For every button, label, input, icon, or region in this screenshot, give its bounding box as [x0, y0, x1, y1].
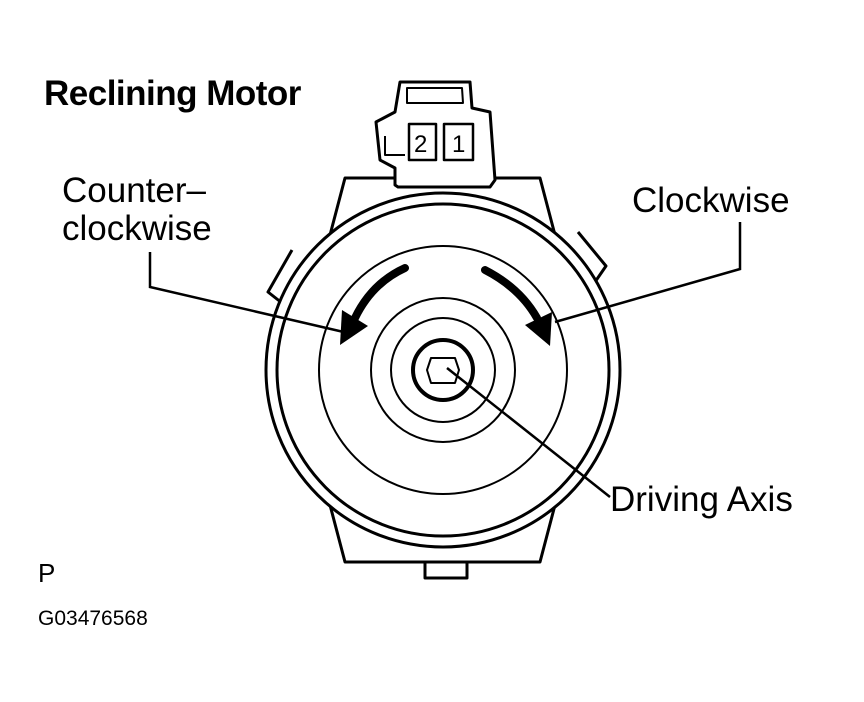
driving-axis-collar — [411, 338, 475, 402]
counterclockwise-label-line1: Counter– — [62, 171, 206, 210]
counterclockwise-arrow — [340, 264, 409, 345]
motor-hub-ring — [370, 297, 516, 443]
connector-lock-tab — [384, 136, 405, 156]
connector-inner-outline — [406, 87, 464, 104]
figure-id: G03476568 — [38, 607, 148, 630]
motor-face-plate — [318, 245, 568, 495]
driving-axis-shaft — [426, 357, 460, 384]
counterclockwise-leader — [148, 252, 349, 335]
counterclockwise-label: Counter– clockwise — [62, 172, 212, 248]
clockwise-label: Clockwise — [632, 181, 790, 220]
motor-hub-inner-ring — [390, 317, 496, 423]
clockwise-arrow — [481, 266, 552, 346]
counterclockwise-label-line2: clockwise — [62, 209, 212, 248]
motor-right-lug — [576, 231, 608, 283]
motor-left-lug — [266, 249, 294, 305]
connector-pin-2-number: 2 — [414, 131, 427, 158]
motor-body-rim — [275, 202, 611, 538]
page-marker: P — [38, 558, 56, 588]
clockwise-leader — [554, 222, 742, 324]
motor-housing-bottom — [328, 504, 557, 564]
driving-axis-label: Driving Axis — [610, 480, 793, 519]
motor-bottom-tab — [423, 562, 469, 580]
connector-pin-1-box — [442, 122, 475, 162]
diagram-title: Reclining Motor — [44, 74, 301, 113]
connector-pin-2-box — [407, 122, 438, 162]
driving-axis-leader — [446, 367, 611, 498]
connector-pin-1-number: 1 — [452, 131, 465, 158]
